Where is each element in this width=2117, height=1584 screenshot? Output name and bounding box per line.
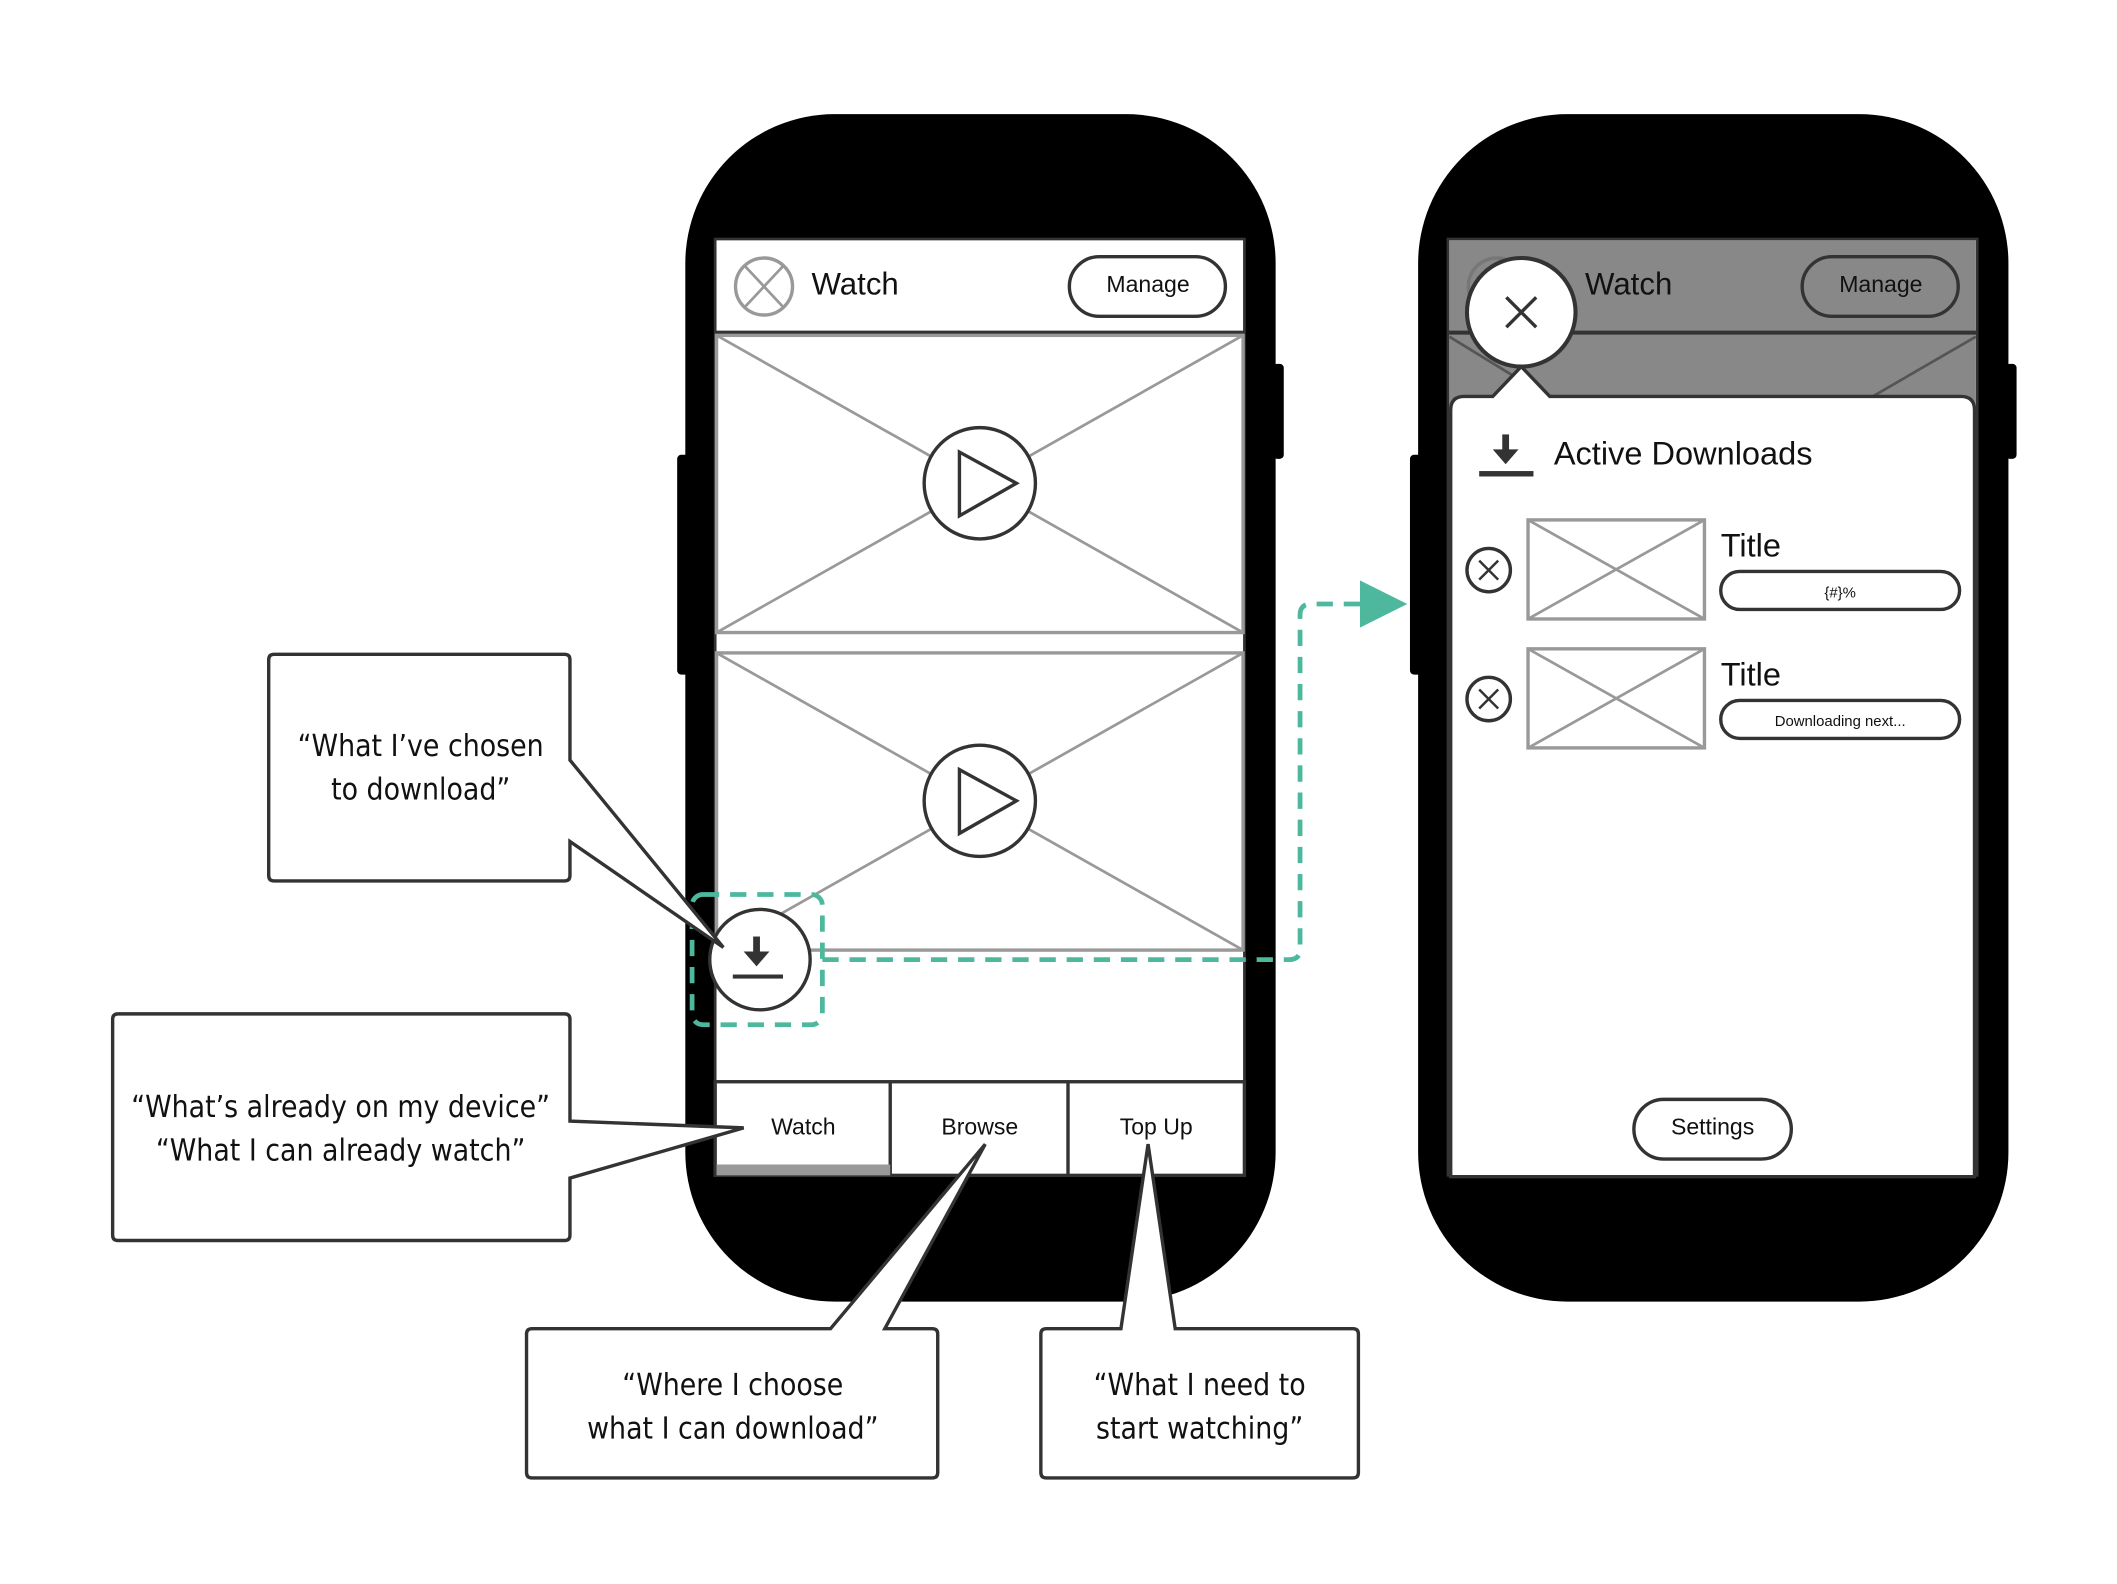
- download-item: Title {#}%: [1465, 518, 1962, 621]
- manage-button: Manage: [1800, 254, 1960, 319]
- svg-text:{#}%: {#}%: [1824, 584, 1856, 601]
- cancel-download-button[interactable]: [1465, 546, 1513, 594]
- svg-text:“Where I choose: “Where I choose: [622, 1368, 843, 1403]
- play-icon[interactable]: [922, 425, 1038, 541]
- svg-text:Manage: Manage: [1839, 271, 1922, 297]
- callout-need-to-start: “What I need to start watching”: [1039, 1143, 1361, 1480]
- settings-button[interactable]: Settings: [1632, 1097, 1794, 1161]
- svg-text:start watching”: start watching”: [1096, 1412, 1303, 1447]
- close-button[interactable]: [1464, 255, 1578, 369]
- video-thumbnail[interactable]: [714, 333, 1245, 635]
- download-item: Title Downloading next...: [1465, 647, 1962, 750]
- callout-chosen-to-download: “What I’ve chosen to download”: [266, 652, 725, 949]
- active-downloads-panel: Active Downloads Title {#}%: [1448, 255, 1977, 1179]
- svg-text:what I can download”: what I can download”: [587, 1412, 878, 1447]
- svg-text:Manage: Manage: [1106, 271, 1189, 297]
- item-title: Title: [1721, 528, 1781, 564]
- callout-on-my-device: “What’s already on my device” “What I ca…: [110, 1012, 745, 1243]
- thumbnail-placeholder: [1526, 518, 1707, 621]
- tab-bar: Watch Browse Top Up: [713, 1080, 1247, 1178]
- panel-title: Active Downloads: [1554, 435, 1813, 471]
- tab-browse[interactable]: Browse: [941, 1114, 1018, 1140]
- active-tab-indicator: [716, 1164, 891, 1176]
- manage-button[interactable]: Manage: [1067, 254, 1228, 319]
- phone-main: Watch Manage: [677, 114, 1284, 1302]
- highlight-dashed-box: [689, 892, 825, 1028]
- svg-text:Settings: Settings: [1671, 1114, 1754, 1140]
- svg-text:“What I can already watch”: “What I can already watch”: [156, 1133, 526, 1168]
- svg-text:Watch: Watch: [771, 1114, 835, 1140]
- app-header: Watch Manage: [715, 254, 1245, 335]
- svg-text:“What I’ve chosen: “What I’ve chosen: [298, 729, 544, 764]
- download-button[interactable]: [708, 907, 812, 1012]
- status-pill: Downloading next...: [1719, 698, 1962, 741]
- thumbnail-placeholder: [1526, 647, 1707, 750]
- svg-text:to download”: to download”: [331, 772, 510, 807]
- svg-text:Downloading next...: Downloading next...: [1775, 713, 1906, 730]
- header-title: Watch: [1585, 267, 1672, 302]
- item-title: Title: [1721, 656, 1781, 692]
- play-icon[interactable]: [922, 743, 1038, 859]
- cancel-download-button[interactable]: [1465, 675, 1513, 723]
- progress-pill: {#}%: [1719, 569, 1962, 612]
- svg-text:Browse: Browse: [941, 1114, 1018, 1140]
- avatar-placeholder-icon[interactable]: [733, 256, 795, 317]
- callout-where-i-choose: “Where I choose what I can download”: [524, 1143, 987, 1480]
- tab-watch[interactable]: Watch: [771, 1114, 835, 1140]
- download-icon: [732, 936, 784, 979]
- close-icon: [1505, 296, 1538, 329]
- download-icon: [1479, 434, 1534, 477]
- svg-text:Top Up: Top Up: [1120, 1114, 1193, 1140]
- flow-arrow: [822, 580, 1408, 962]
- tab-top-up[interactable]: Top Up: [1120, 1114, 1193, 1140]
- svg-text:“What I need to: “What I need to: [1094, 1368, 1306, 1403]
- phone-downloads: Watch Manage Active Downloads: [1409, 114, 2017, 1302]
- header-title: Watch: [812, 267, 899, 302]
- svg-text:“What’s already on my device”: “What’s already on my device”: [131, 1090, 550, 1125]
- video-thumbnail[interactable]: [714, 651, 1245, 952]
